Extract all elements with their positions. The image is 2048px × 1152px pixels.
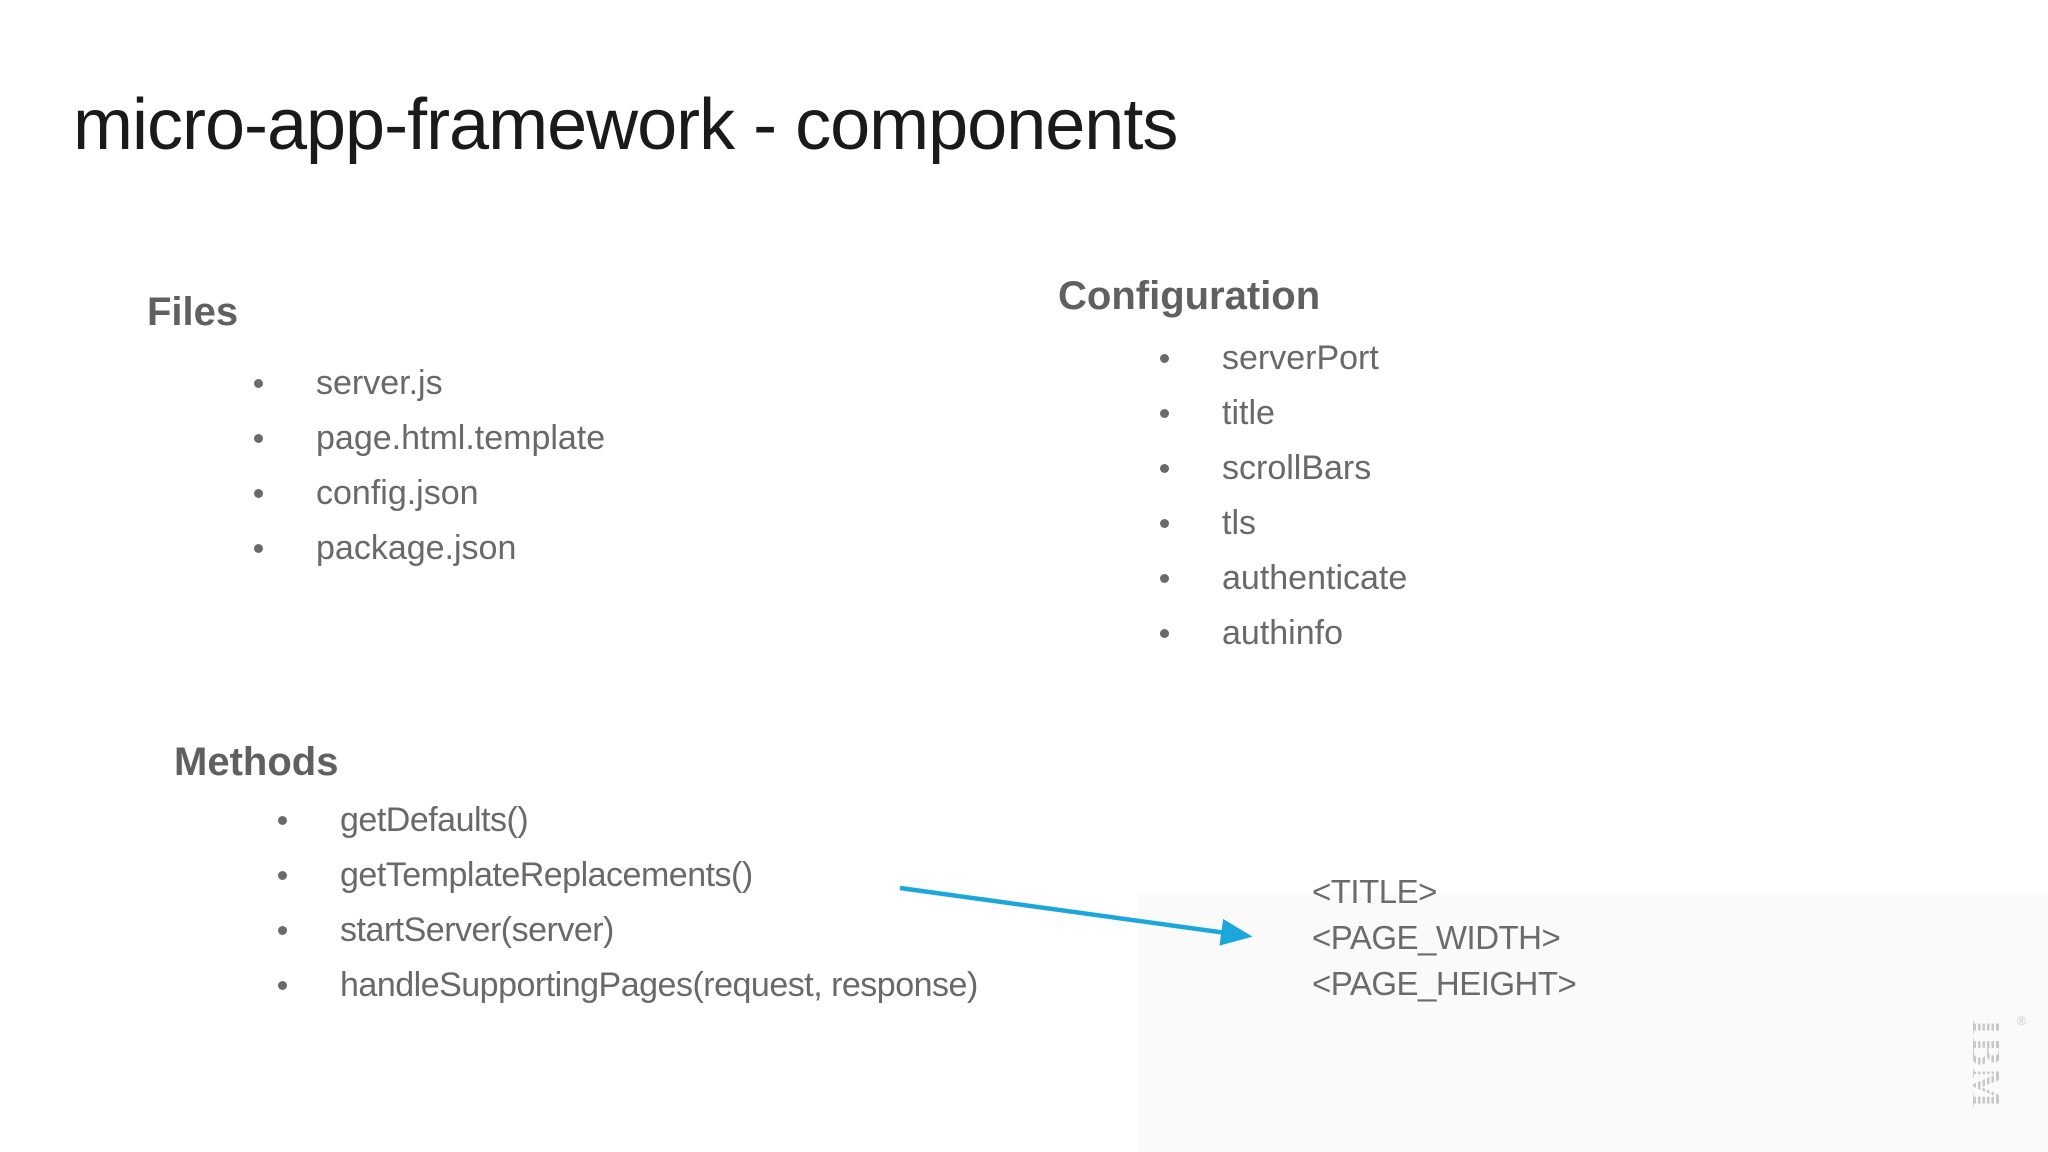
list-item-label: handleSupportingPages(request, response) <box>340 966 978 1004</box>
list-item-label: authenticate <box>1222 559 1408 597</box>
list-item: serverPort <box>1160 331 1407 386</box>
list-item-label: server.js <box>316 364 443 402</box>
ibm-logo-rotated: IBM <box>1962 1018 2011 1110</box>
ibm-logo-text: IBM <box>1962 1018 2011 1110</box>
list-item-label: title <box>1222 394 1275 432</box>
bullet-icon <box>278 926 287 935</box>
list-item: authenticate <box>1160 551 1407 606</box>
placeholder-page-width: <PAGE_WIDTH> <box>1312 919 1561 956</box>
list-item-label: authinfo <box>1222 614 1343 652</box>
bullet-icon <box>254 434 263 443</box>
background-panel <box>1137 895 2048 1152</box>
bullet-icon <box>1160 409 1169 418</box>
bullet-icon <box>278 871 287 880</box>
list-item-label: page.html.template <box>316 419 606 457</box>
methods-list: getDefaults() getTemplateReplacements() … <box>278 793 978 1013</box>
list-item: handleSupportingPages(request, response) <box>278 958 978 1013</box>
list-item: package.json <box>254 521 605 576</box>
list-item: server.js <box>254 356 605 411</box>
list-item: config.json <box>254 466 605 521</box>
template-placeholders: <TITLE> <PAGE_WIDTH> <PAGE_HEIGHT> <box>1312 869 1577 1007</box>
bullet-icon <box>254 489 263 498</box>
list-item-label: scrollBars <box>1222 449 1372 487</box>
bullet-icon <box>1160 629 1169 638</box>
configuration-list: serverPort title scrollBars tls authenti… <box>1160 331 1407 661</box>
list-item-label: config.json <box>316 474 479 512</box>
list-item: startServer(server) <box>278 903 978 958</box>
list-item: getDefaults() <box>278 793 978 848</box>
list-item-label: startServer(server) <box>340 911 614 949</box>
list-item-label: serverPort <box>1222 339 1379 377</box>
section-heading-files: Files <box>147 290 239 334</box>
list-item: title <box>1160 386 1407 441</box>
list-item-label: tls <box>1222 504 1256 542</box>
ibm-logo-letters: IBM <box>1962 1018 2011 1110</box>
list-item: tls <box>1160 496 1407 551</box>
list-item-label: getDefaults() <box>340 801 529 839</box>
files-list: server.js page.html.template config.json… <box>254 356 605 576</box>
list-item: getTemplateReplacements() <box>278 848 978 903</box>
bullet-icon <box>254 379 263 388</box>
placeholder-title: <TITLE> <box>1312 873 1437 910</box>
page-title: micro-app-framework - components <box>73 85 1178 166</box>
bullet-icon <box>278 816 287 825</box>
bullet-icon <box>1160 464 1169 473</box>
bullet-icon <box>1160 519 1169 528</box>
list-item: authinfo <box>1160 606 1407 661</box>
registered-trademark-icon: ® <box>2017 1014 2026 1028</box>
section-heading-methods: Methods <box>174 740 339 784</box>
placeholder-page-height: <PAGE_HEIGHT> <box>1312 965 1577 1002</box>
list-item: scrollBars <box>1160 441 1407 496</box>
bullet-icon <box>278 981 287 990</box>
section-heading-configuration: Configuration <box>1058 274 1321 318</box>
ibm-logo: IBM ® <box>1948 1014 2026 1114</box>
bullet-icon <box>1160 574 1169 583</box>
list-item-label: getTemplateReplacements() <box>340 856 753 894</box>
bullet-icon <box>254 544 263 553</box>
list-item-label: package.json <box>316 529 517 567</box>
bullet-icon <box>1160 354 1169 363</box>
list-item: page.html.template <box>254 411 605 466</box>
connector-arrow-icon <box>899 885 1253 946</box>
